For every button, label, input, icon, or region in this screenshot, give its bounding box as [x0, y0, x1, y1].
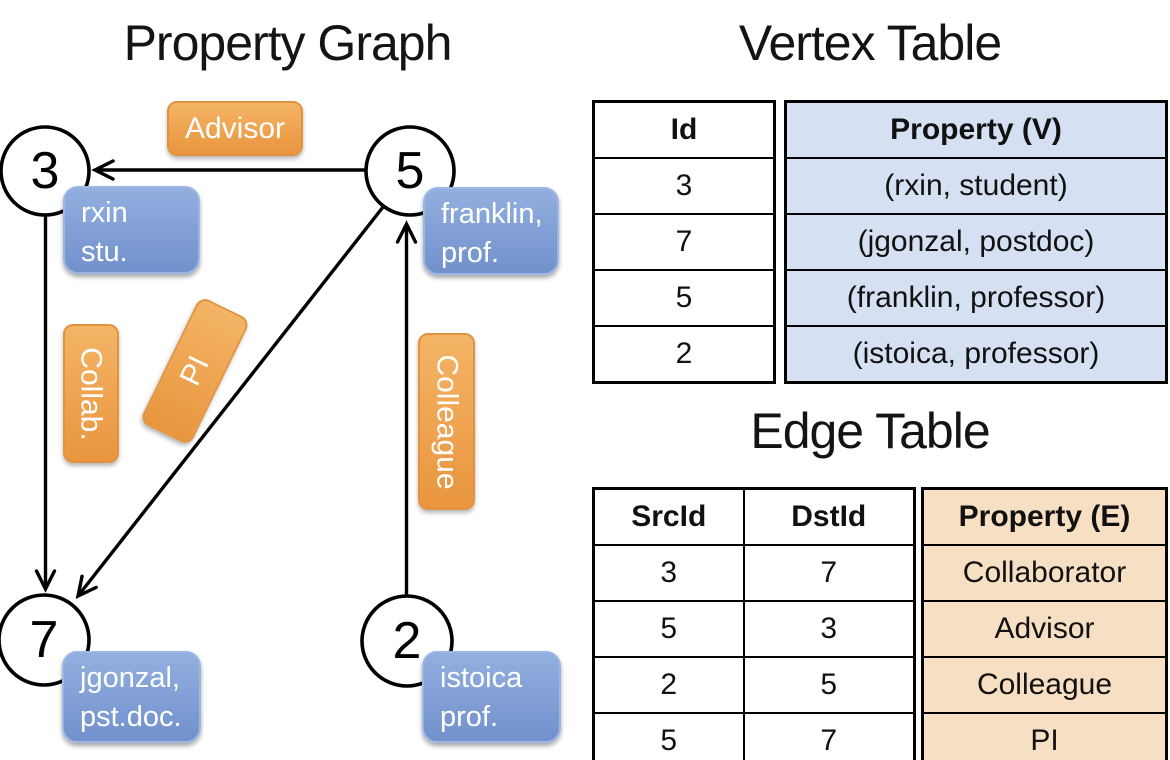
vertex-property-box-3-line1: rxin	[81, 197, 128, 229]
vertex-property-box-2-line2: prof.	[440, 701, 499, 733]
edge-label-colleague: Colleague	[418, 333, 475, 510]
edge-srcid-cell: 5	[592, 712, 745, 760]
edge-id-table: SrcId DstId 3 7 5 3 2 5 5 7	[592, 487, 916, 760]
vertex-id-cell: 3	[592, 157, 776, 215]
vertex-id-header: Id	[592, 100, 776, 159]
vertex-property-box-5: franklin, prof.	[423, 187, 559, 275]
node-id-2: 2	[392, 612, 422, 670]
edge-dstid-cell: 7	[742, 712, 916, 760]
graph-title: Property Graph	[123, 15, 453, 71]
edge-dstid-cell: 5	[742, 656, 916, 714]
vertex-id-table: Id 3 7 5 2	[592, 100, 776, 384]
edge-label-collab: Collab.	[63, 324, 119, 463]
vertex-property-cell: (jgonzal, postdoc)	[784, 213, 1168, 271]
edge-label-colleague-text: Colleague	[430, 353, 464, 490]
vertex-property-box-2-line1: istoica	[440, 662, 523, 694]
vertex-id-cell: 5	[592, 269, 776, 327]
edge-dstid-cell: 7	[742, 544, 916, 602]
vertex-property-box-3-line2: stu.	[81, 236, 128, 268]
edge-label-advisor: Advisor	[167, 101, 303, 156]
vertex-property-table: Property (V) (rxin, student) (jgonzal, p…	[784, 100, 1168, 384]
vertex-property-box-3: rxin stu.	[63, 186, 200, 274]
edge-property-cell: Advisor	[921, 600, 1168, 658]
vertex-property-box-5-line2: prof.	[441, 237, 500, 269]
edge-dstid-cell: 3	[742, 600, 916, 658]
vertex-property-cell: (rxin, student)	[784, 157, 1168, 215]
edge-line-pi-5-7	[75, 205, 385, 599]
node-id-3: 3	[30, 142, 60, 200]
vertex-property-header: Property (V)	[784, 100, 1168, 159]
vertex-property-cell: (istoica, professor)	[784, 325, 1168, 384]
edge-label-collab-text: Collab.	[75, 346, 109, 441]
vertex-property-box-2: istoica prof.	[422, 651, 561, 743]
vertex-id-cell: 7	[592, 213, 776, 271]
edge-srcid-header: SrcId	[592, 487, 745, 546]
edge-property-header: Property (E)	[921, 487, 1168, 546]
vertex-table-title: Vertex Table	[738, 15, 1002, 71]
edge-property-cell: Colleague	[921, 656, 1168, 714]
vertex-property-box-7-line1: jgonzal,	[80, 662, 180, 694]
edge-label-pi-text: PI	[173, 350, 216, 391]
edge-table-title: Edge Table	[750, 403, 990, 459]
vertex-id-cell: 2	[592, 325, 776, 384]
node-id-5: 5	[395, 142, 425, 200]
edge-property-cell: PI	[921, 712, 1168, 760]
vertex-property-box-7-line2: pst.doc.	[80, 701, 182, 733]
edge-property-table: Property (E) Collaborator Advisor Collea…	[921, 487, 1168, 760]
vertex-property-cell: (franklin, professor)	[784, 269, 1168, 327]
edge-label-advisor-text: Advisor	[184, 111, 286, 145]
vertex-property-box-7: jgonzal, pst.doc.	[62, 651, 201, 743]
edge-property-cell: Collaborator	[921, 544, 1168, 602]
node-id-7: 7	[29, 611, 59, 669]
edge-srcid-cell: 3	[592, 544, 745, 602]
edge-srcid-cell: 5	[592, 600, 745, 658]
edge-dstid-header: DstId	[742, 487, 916, 546]
vertex-property-box-5-line1: franklin,	[441, 198, 543, 230]
edge-srcid-cell: 2	[592, 656, 745, 714]
